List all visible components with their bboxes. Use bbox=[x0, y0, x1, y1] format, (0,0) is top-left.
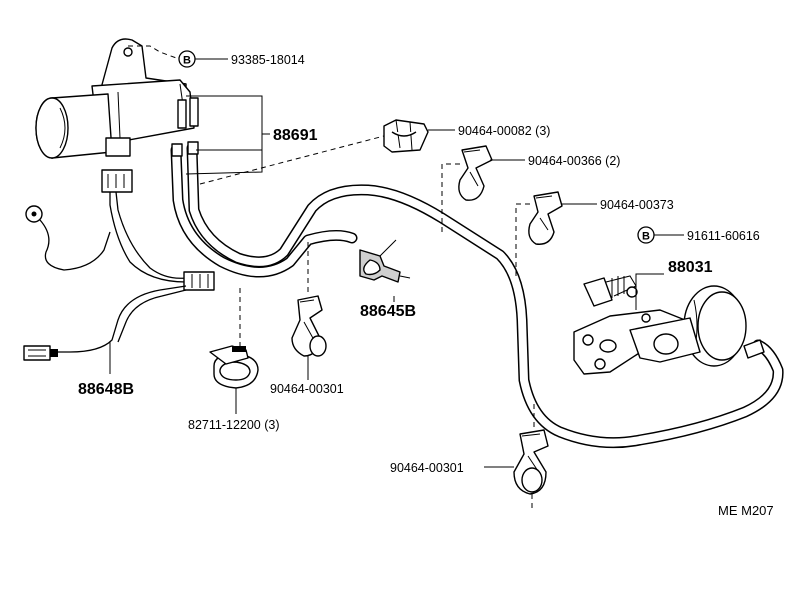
callout-clamp-2: 90464-00366 (2) bbox=[528, 154, 620, 168]
callout-clamp-5: 90464-00301 bbox=[390, 461, 464, 475]
hose-clip-upper bbox=[383, 119, 429, 153]
leader-lines bbox=[109, 45, 684, 508]
callout-hose-clamp: 82711-12200 (3) bbox=[188, 418, 280, 432]
hose-clip-a bbox=[458, 145, 493, 201]
bolt-symbol-letter: B bbox=[183, 55, 191, 67]
vacuum-switching-valve bbox=[35, 38, 199, 159]
three-way-connector bbox=[359, 239, 411, 283]
callout-clamp-3: 90464-00373 bbox=[600, 198, 674, 212]
hose-clip-b bbox=[528, 191, 563, 245]
hose-band-clamp bbox=[209, 345, 259, 389]
hose-clip-c bbox=[291, 295, 327, 357]
callout-harness: 88648B bbox=[78, 381, 134, 398]
bolt-symbol-letter: B bbox=[642, 231, 650, 243]
wire-harness bbox=[23, 169, 215, 361]
footer-code: ME M207 bbox=[718, 503, 774, 518]
bolt-symbol-2: B bbox=[637, 226, 655, 244]
callout-tee: 88645B bbox=[360, 303, 416, 320]
control-valve-assembly bbox=[573, 275, 765, 375]
callout-vsv: 88691 bbox=[273, 127, 318, 144]
callout-bolt-2: 91611-60616 bbox=[687, 229, 760, 243]
vacuum-hose-assembly bbox=[170, 142, 784, 449]
callout-valve: 88031 bbox=[668, 259, 713, 276]
hose-clip-d bbox=[513, 429, 549, 495]
callout-bolt-1: 93385-18014 bbox=[231, 53, 305, 67]
callout-clamp-4: 90464-00301 bbox=[270, 382, 344, 396]
bolt-symbol-1: B bbox=[178, 50, 196, 68]
callout-clamp-1: 90464-00082 (3) bbox=[458, 124, 550, 138]
